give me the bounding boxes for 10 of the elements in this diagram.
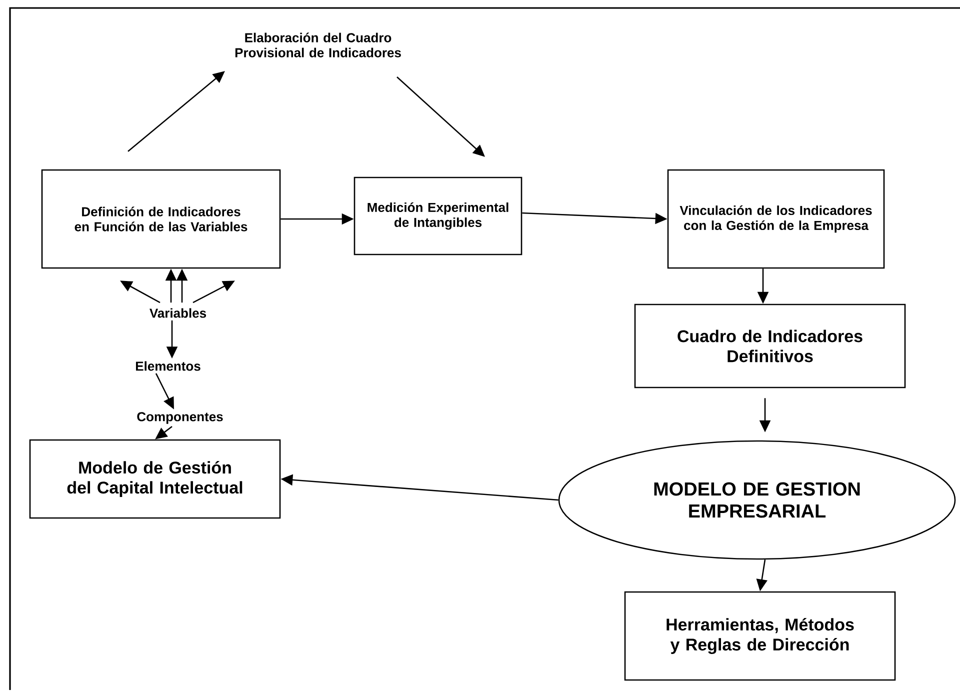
process-box: Vinculación de los Indicadores con la Gestión de la Empresa [667,169,885,269]
step-label: Componentes [137,412,223,424]
step-label: Elaboración del Cuadro Provisional de Indicadores [235,32,401,58]
step-label: Variables [150,308,206,318]
process-box: Herramientas, Métodos y Reglas de Dirección [624,591,896,681]
process-box: Cuadro de Indicadores Definitivos [634,304,906,388]
step-label: Elementos [136,361,200,371]
process-box: Medición Experimental de Intangibles [354,176,522,256]
process-box: Modelo de Gestión del Capital Intelectual [29,439,281,519]
process-box: Definición de Indicadores en Función de las Variables [41,169,281,269]
